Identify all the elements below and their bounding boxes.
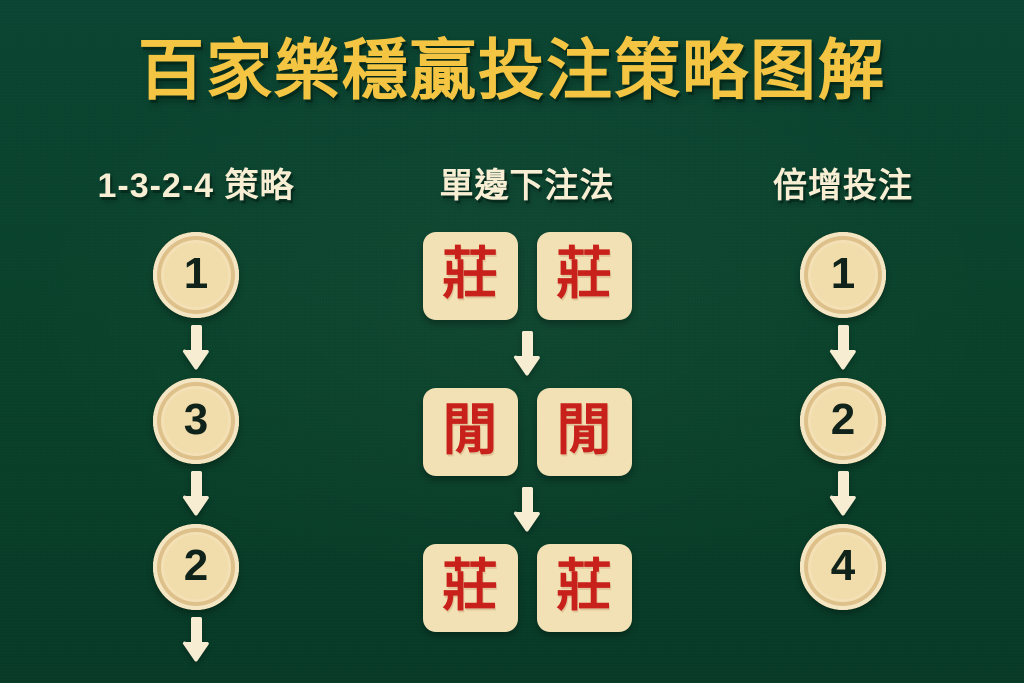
strategy-column-1-3-2-4: 1-3-2-4 策略 1 3 bbox=[46, 160, 346, 670]
page-title: 百家樂穩贏投注策略图解 bbox=[138, 33, 886, 107]
column-heading-1-3-2-4: 1-3-2-4 策略 bbox=[97, 166, 295, 205]
outcome-card-label: 莊 bbox=[556, 242, 612, 305]
outcome-card[interactable]: 閒 bbox=[422, 388, 518, 476]
chip-value: 3 bbox=[183, 395, 209, 444]
column-heading-martingale: 倍增投注 bbox=[773, 166, 913, 205]
arrow-down-icon bbox=[181, 617, 211, 663]
chip-value: 1 bbox=[830, 249, 856, 298]
chip-value: 2 bbox=[183, 541, 209, 590]
arrow-down-icon bbox=[181, 471, 211, 517]
card-row: 閒 閒 bbox=[422, 388, 632, 476]
outcome-card-label: 閒 bbox=[556, 398, 612, 461]
arrow-down-icon bbox=[181, 325, 211, 371]
chip-stack-martingale: 1 2 4 bbox=[800, 232, 886, 610]
bet-chip[interactable]: 4 bbox=[800, 524, 886, 610]
outcome-card[interactable]: 莊 bbox=[422, 232, 518, 320]
bet-chip[interactable]: 2 bbox=[153, 524, 239, 610]
chip-value: 4 bbox=[830, 541, 856, 590]
card-row: 莊 莊 bbox=[422, 232, 632, 320]
bet-chip[interactable]: 2 bbox=[800, 378, 886, 464]
chip-value: 2 bbox=[830, 395, 856, 444]
chip-value: 1 bbox=[183, 249, 209, 298]
outcome-card[interactable]: 莊 bbox=[422, 544, 518, 632]
bet-chip[interactable]: 1 bbox=[800, 232, 886, 318]
column-heading-single-side: 單邊下注法 bbox=[439, 166, 615, 205]
strategy-column-single-side: 單邊下注法 莊 莊 閒 bbox=[382, 160, 672, 632]
chip-stack-1-3-2-4: 1 3 2 bbox=[153, 232, 239, 670]
outcome-card-label: 莊 bbox=[442, 554, 498, 617]
strategy-column-martingale: 倍增投注 1 2 bbox=[708, 160, 978, 610]
arrow-down-icon bbox=[512, 331, 542, 377]
outcome-card-grid: 莊 莊 閒 閒 bbox=[422, 232, 632, 632]
outcome-card-label: 莊 bbox=[442, 242, 498, 305]
card-row: 莊 莊 bbox=[422, 544, 632, 632]
outcome-card[interactable]: 莊 bbox=[536, 232, 632, 320]
bet-chip[interactable]: 3 bbox=[153, 378, 239, 464]
strategy-columns: 1-3-2-4 策略 1 3 bbox=[0, 160, 1024, 680]
arrow-down-icon bbox=[828, 325, 858, 371]
outcome-card[interactable]: 閒 bbox=[536, 388, 632, 476]
outcome-card-label: 閒 bbox=[442, 398, 498, 461]
bet-chip[interactable]: 1 bbox=[153, 232, 239, 318]
outcome-card-label: 莊 bbox=[556, 554, 612, 617]
outcome-card[interactable]: 莊 bbox=[536, 544, 632, 632]
arrow-down-icon bbox=[512, 487, 542, 533]
arrow-down-icon bbox=[828, 471, 858, 517]
